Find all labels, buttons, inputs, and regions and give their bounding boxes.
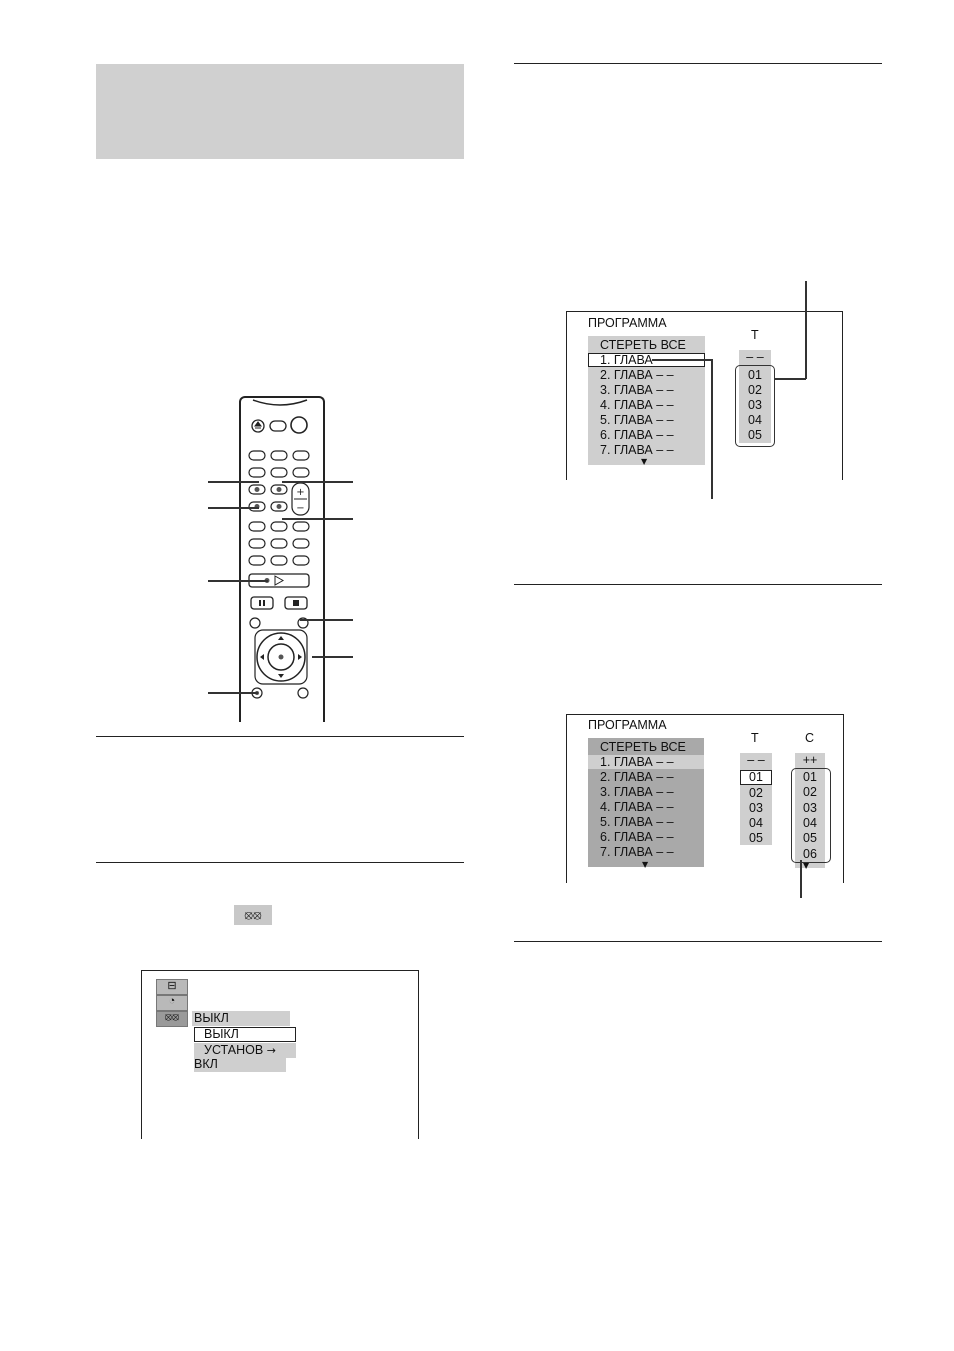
program-title: ПРОГРАММА	[588, 316, 667, 330]
divider-left-1	[96, 736, 464, 737]
row-1-selected[interactable]	[588, 353, 705, 367]
column-t-value-selected[interactable]: 01	[740, 770, 772, 785]
program-row[interactable]: 5. ГЛАВА – –	[600, 815, 674, 829]
program-row[interactable]: 2. ГЛАВА – –	[600, 368, 674, 382]
callout-line-t	[805, 281, 807, 379]
leader-right-3	[300, 619, 353, 621]
callout-line-row-h	[652, 359, 712, 361]
section-heading-block	[96, 64, 464, 159]
column-t-value[interactable]: 02	[749, 786, 763, 800]
leader-left-2	[208, 507, 259, 509]
divider-right-top	[514, 63, 882, 64]
setup-icon: ⊟	[156, 979, 188, 995]
column-t-value[interactable]: 02	[748, 383, 762, 397]
divider-left-2	[96, 862, 464, 863]
column-t-bracket	[735, 365, 775, 447]
leader-left-1	[208, 481, 259, 483]
row-1-highlight	[588, 755, 704, 769]
osd-program-2: ПРОГРАММА T C СТЕРЕТЬ ВСЕ 1. ГЛАВА – – 2…	[566, 714, 844, 883]
program-row[interactable]: 6. ГЛАВА – –	[600, 428, 674, 442]
column-c-value[interactable]: 01	[803, 770, 817, 784]
program-row[interactable]: 7. ГЛАВА – –	[600, 443, 674, 457]
svg-text:+: +	[296, 487, 304, 498]
divider-right-bottom	[514, 941, 882, 942]
column-c-value[interactable]: 06	[803, 847, 817, 861]
option-set[interactable]: УСТАНОВ →	[194, 1043, 296, 1058]
leader-right-2	[282, 518, 353, 520]
column-t-value: – –	[746, 350, 764, 364]
parental-icon: ◔	[156, 995, 188, 1011]
callout-line-t-h	[775, 378, 806, 380]
column-c-value[interactable]: 05	[803, 831, 817, 845]
divider-right-mid	[514, 584, 882, 585]
column-c-value: ++	[802, 753, 818, 767]
column-t-value[interactable]: 05	[748, 428, 762, 442]
program-row: 1. ГЛАВА	[600, 353, 653, 367]
column-t-header: T	[751, 731, 759, 745]
clear-all-item[interactable]: СТЕРЕТЬ ВСЕ	[600, 740, 686, 754]
callout-line-row	[711, 359, 713, 499]
leader-right-4	[312, 656, 353, 658]
column-t-value[interactable]: 03	[748, 398, 762, 412]
svg-text:−: −	[296, 503, 304, 514]
remote-control: + −	[239, 396, 325, 722]
column-c-bg	[795, 753, 825, 868]
program-icon: ⦻⦻	[234, 905, 272, 925]
clear-all-item[interactable]: СТЕРЕТЬ ВСЕ	[600, 338, 686, 352]
current-value: ВЫКЛ	[192, 1011, 290, 1026]
scroll-down-icon: ▼	[642, 860, 649, 869]
option-on[interactable]: ВКЛ	[194, 1057, 286, 1072]
column-c-bracket	[791, 768, 831, 863]
column-t-bg	[740, 753, 772, 845]
column-t-value[interactable]: 05	[749, 831, 763, 845]
remote-body-graphic: + −	[248, 399, 310, 699]
program-row[interactable]: 4. ГЛАВА – –	[600, 800, 674, 814]
column-t-value[interactable]: 04	[748, 413, 762, 427]
program-menu-icon: ⦻⦻	[156, 1011, 188, 1027]
program-row[interactable]: 3. ГЛАВА – –	[600, 785, 674, 799]
osd-setup-menu: ⊟ ◔ ⦻⦻ ВЫКЛ ВЫКЛ УСТАНОВ → ВКЛ	[141, 970, 419, 1139]
program-row[interactable]: 2. ГЛАВА – –	[600, 770, 674, 784]
program-row[interactable]: 1. ГЛАВА – –	[600, 755, 674, 769]
column-c-value[interactable]: 02	[803, 785, 817, 799]
program-row[interactable]: 4. ГЛАВА – –	[600, 398, 674, 412]
program-row[interactable]: 7. ГЛАВА – –	[600, 845, 674, 859]
column-t-value[interactable]: 04	[749, 816, 763, 830]
program-title: ПРОГРАММА	[588, 718, 667, 732]
column-t-value: – –	[747, 753, 765, 767]
option-off[interactable]: ВЫКЛ	[194, 1027, 296, 1042]
scroll-down-icon: ▼	[641, 457, 648, 466]
column-c-value[interactable]: 03	[803, 801, 817, 815]
program-row[interactable]: 6. ГЛАВА – –	[600, 830, 674, 844]
column-t-value[interactable]: 03	[749, 801, 763, 815]
leader-right-1	[282, 481, 353, 483]
column-c-value[interactable]: 04	[803, 816, 817, 830]
leader-left-4	[208, 692, 258, 694]
callout-line-c	[800, 860, 802, 898]
program-row[interactable]: 3. ГЛАВА – –	[600, 383, 674, 397]
program-row[interactable]: 5. ГЛАВА – –	[600, 413, 674, 427]
column-c-header: C	[805, 731, 815, 745]
column-t-header: T	[751, 328, 759, 342]
osd-program-1: ПРОГРАММА T СТЕРЕТЬ ВСЕ 1. ГЛАВА 2. ГЛАВ…	[566, 311, 843, 480]
leader-left-3	[208, 580, 268, 582]
column-t-value[interactable]: 01	[748, 368, 762, 382]
column-c-scroll-icon: ▼	[803, 861, 810, 870]
